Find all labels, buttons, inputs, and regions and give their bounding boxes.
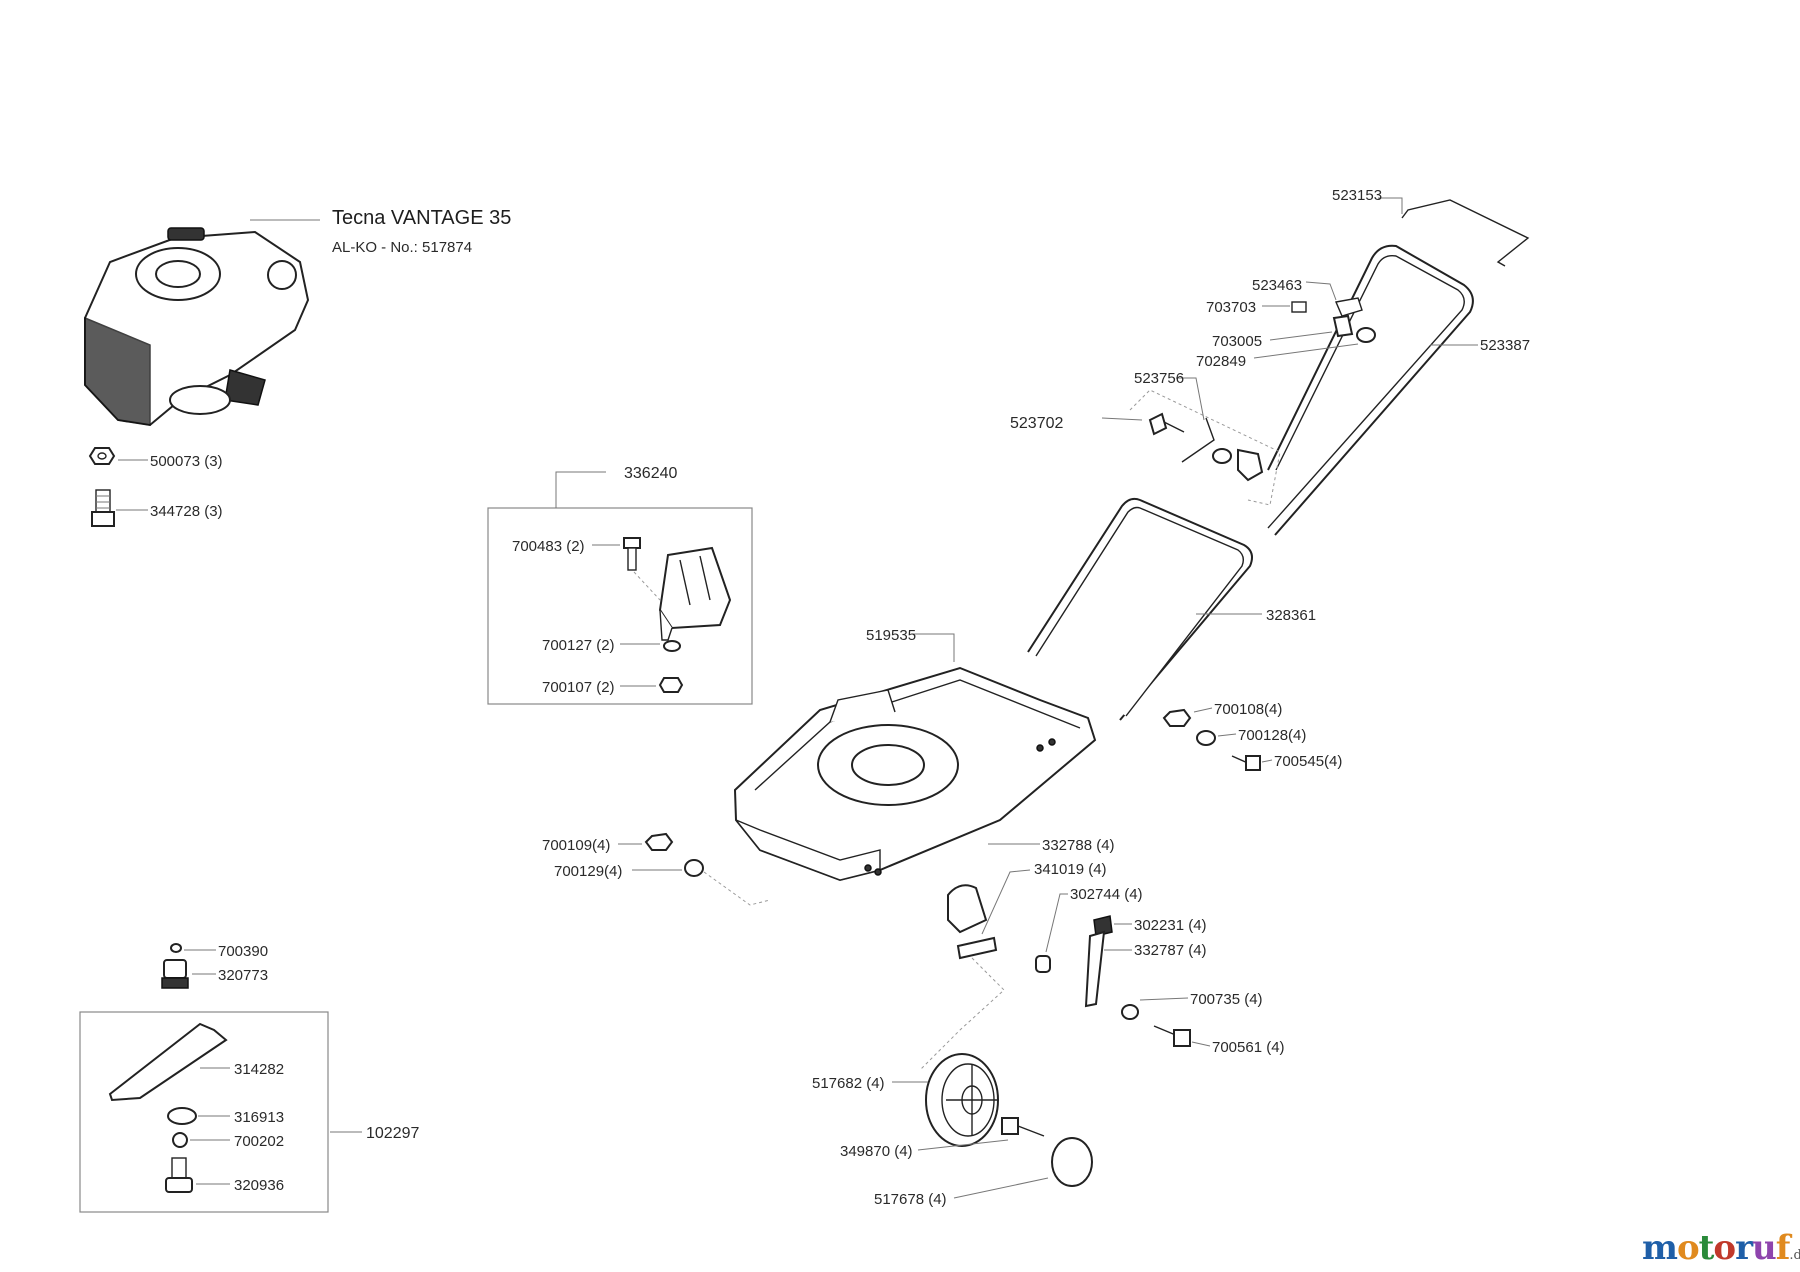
brand-letter: o <box>1676 1228 1700 1268</box>
clip-700390 <box>170 943 182 953</box>
washer-702849 <box>1356 327 1376 343</box>
plate-341019 <box>956 936 998 960</box>
label-302744: 302744 (4) <box>1070 886 1143 903</box>
label-523756: 523756 <box>1134 370 1184 387</box>
label-703005: 703005 <box>1212 333 1262 350</box>
axle-349870 <box>1001 1117 1045 1137</box>
label-517678: 517678 (4) <box>874 1191 947 1208</box>
label-523463: 523463 <box>1252 277 1302 294</box>
brand-letter: f <box>1775 1228 1791 1268</box>
washer-700129 <box>684 859 704 877</box>
brand-letter: t <box>1698 1228 1715 1268</box>
label-523702: 523702 <box>1010 415 1063 432</box>
brand-name: motoruf <box>1642 1228 1791 1268</box>
spacer-302744 <box>1035 955 1051 973</box>
label-519535: 519535 <box>866 627 916 644</box>
nut-700108 <box>1162 708 1192 727</box>
brand-logo: motoruf.de <box>1642 1228 1800 1268</box>
bolt-320936 <box>165 1157 193 1193</box>
screw-703703 <box>1291 301 1307 313</box>
brand-letter: r <box>1735 1228 1753 1268</box>
cable-523153 <box>1401 199 1530 267</box>
clamp-knob <box>1237 448 1264 482</box>
label-700127: 700127 (2) <box>542 637 615 654</box>
label-349870: 349870 (4) <box>840 1143 913 1160</box>
lever-523463 <box>1335 297 1363 317</box>
label-344728: 344728 (3) <box>150 503 223 520</box>
bolt-700483 <box>623 537 641 571</box>
cap-302231 <box>1093 915 1113 937</box>
label-517682: 517682 (4) <box>812 1075 885 1092</box>
knob-703005 <box>1332 314 1354 338</box>
washer-700128 <box>1196 730 1216 746</box>
engine-illustration <box>84 219 320 427</box>
label-700109: 700109(4) <box>542 837 610 854</box>
label-700128: 700128(4) <box>1238 727 1306 744</box>
lockwasher-700202 <box>172 1132 188 1148</box>
nut-700107 <box>658 677 684 693</box>
brand-letter: m <box>1642 1228 1678 1268</box>
brand-letter: o <box>1713 1228 1736 1268</box>
brand-letter: u <box>1752 1228 1777 1268</box>
label-700129: 700129(4) <box>554 863 622 880</box>
adjuster-332788 <box>947 884 988 934</box>
label-700545: 700545(4) <box>1274 753 1342 770</box>
label-320936: 320936 <box>234 1177 284 1194</box>
label-703703: 703703 <box>1206 299 1256 316</box>
label-332788: 332788 (4) <box>1042 837 1115 854</box>
kit-box-102297 <box>79 1011 329 1213</box>
label-328361: 328361 <box>1266 607 1316 624</box>
label-320773: 320773 <box>218 967 268 984</box>
bolt-700561 <box>1153 1025 1191 1047</box>
clamp-bolt <box>1148 412 1185 436</box>
washer-700127 <box>663 640 681 652</box>
label-700735: 700735 (4) <box>1190 991 1263 1008</box>
kit-outline-523702 <box>1129 389 1281 506</box>
bolt-344728 <box>91 489 115 527</box>
kit-box-336240 <box>487 507 753 705</box>
label-332787: 332787 (4) <box>1134 942 1207 959</box>
nut-500073 <box>88 447 116 465</box>
deck-519535 <box>733 666 1097 882</box>
label-341019: 341019 (4) <box>1034 861 1107 878</box>
label-336240: 336240 <box>624 465 677 482</box>
clamp-523756 <box>1181 417 1215 463</box>
label-700107: 700107 (2) <box>542 679 615 696</box>
brand-tld: .de <box>1789 1248 1800 1263</box>
washer-700735 <box>1121 1004 1139 1020</box>
wheel-517682 <box>925 1053 999 1147</box>
blade-314282 <box>108 1022 228 1102</box>
label-523153: 523153 <box>1332 187 1382 204</box>
nut-700109 <box>644 832 674 851</box>
label-314282: 314282 <box>234 1061 284 1078</box>
bolt-700545 <box>1231 755 1261 771</box>
label-700202: 700202 <box>234 1133 284 1150</box>
label-302231: 302231 (4) <box>1134 917 1207 934</box>
label-523387: 523387 <box>1480 337 1530 354</box>
label-500073: 500073 (3) <box>150 453 223 470</box>
washer-316913 <box>167 1107 197 1125</box>
label-700561: 700561 (4) <box>1212 1039 1285 1056</box>
engine-title: Tecna VANTAGE 35 <box>332 207 511 229</box>
engine-number: AL-KO - No.: 517874 <box>332 239 472 256</box>
bracket-part <box>658 546 732 641</box>
label-102297: 102297 <box>366 1125 419 1142</box>
label-702849: 702849 <box>1196 353 1246 370</box>
label-316913: 316913 <box>234 1109 284 1126</box>
lower-handle-328361 <box>1027 497 1253 721</box>
label-700483: 700483 (2) <box>512 538 585 555</box>
label-700390: 700390 <box>218 943 268 960</box>
label-700108: 700108(4) <box>1214 701 1282 718</box>
clamp-washer <box>1212 448 1232 464</box>
hubcap-517678 <box>1051 1137 1093 1187</box>
adapter-320773 <box>161 959 189 989</box>
upper-handle-523387 <box>1267 244 1474 536</box>
lever-332787 <box>1084 930 1106 1008</box>
